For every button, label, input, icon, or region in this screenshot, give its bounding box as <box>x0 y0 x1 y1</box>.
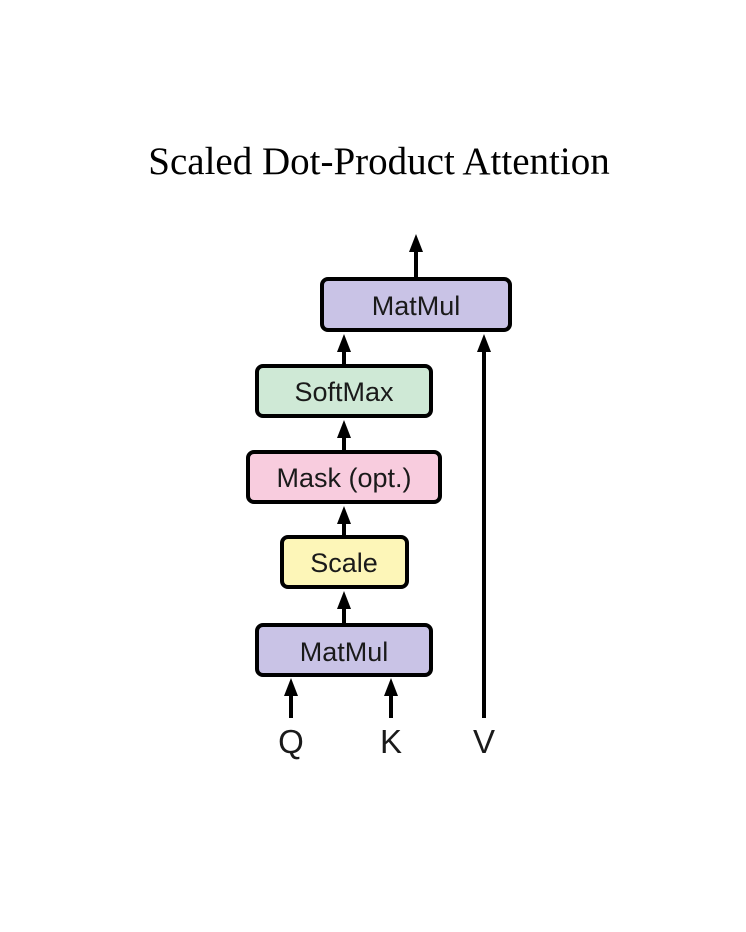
diagram-title: Scaled Dot-Product Attention <box>148 140 609 183</box>
arrow-scale-to-mask <box>337 506 351 537</box>
input-v-label: V <box>473 723 495 760</box>
arrow-matmul-to-scale <box>337 591 351 625</box>
mask-label: Mask (opt.) <box>276 463 411 493</box>
scale-label: Scale <box>310 548 378 578</box>
matmul-top-box <box>320 277 512 332</box>
arrow-softmax-to-matmul <box>337 334 351 366</box>
arrow-k-to-matmul <box>384 678 398 718</box>
matmul-top-block: MatMul <box>320 277 512 332</box>
matmul-bottom-label: MatMul <box>300 637 389 667</box>
softmax-box <box>255 364 433 418</box>
output-arrow <box>409 234 423 278</box>
mask-box <box>246 450 442 504</box>
arrow-v-to-matmul <box>477 334 491 718</box>
input-q-label: Q <box>278 723 304 760</box>
matmul-top-label: MatMul <box>372 291 461 321</box>
mask-block: Mask (opt.) <box>246 450 442 504</box>
scale-box <box>280 535 409 589</box>
input-k-label: K <box>380 723 402 760</box>
arrow-mask-to-softmax <box>337 420 351 452</box>
matmul-bottom-block: MatMul <box>255 623 433 677</box>
softmax-block: SoftMax <box>255 364 433 418</box>
softmax-label: SoftMax <box>294 377 394 407</box>
matmul-bottom-box <box>255 623 433 677</box>
arrow-q-to-matmul <box>284 678 298 718</box>
scale-block: Scale <box>280 535 409 589</box>
